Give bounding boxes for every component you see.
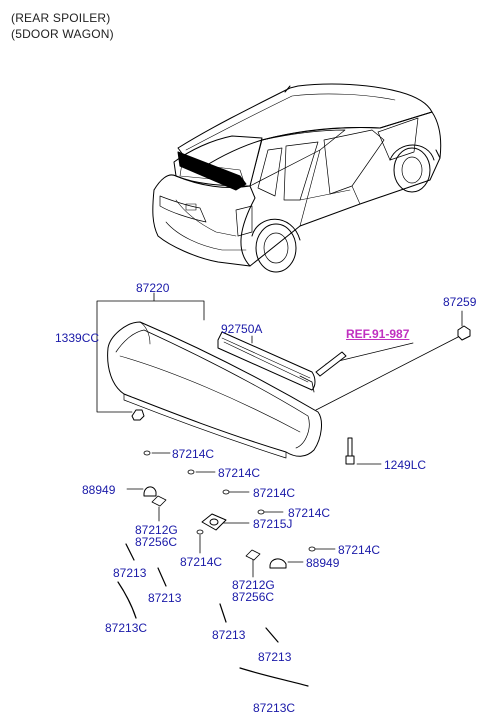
part-label-87214C-4[interactable]: 87214C xyxy=(288,506,331,520)
part-label-87214C-3[interactable]: 87214C xyxy=(253,486,296,500)
header-title-line1: (REAR SPOILER) xyxy=(11,11,111,25)
leader-lines xyxy=(96,292,463,578)
part-label-87256C-1[interactable]: 87256C xyxy=(135,535,178,549)
stop-lamp-92750A xyxy=(217,331,316,393)
part-label-87212G-2[interactable]: 87212G xyxy=(232,578,275,592)
reference-link[interactable]: REF.91-987 xyxy=(346,327,410,341)
part-label-87213C-1[interactable]: 87213C xyxy=(105,621,148,635)
part-label-87213-2[interactable]: 87213 xyxy=(148,591,182,605)
part-label-1249LC[interactable]: 1249LC xyxy=(384,458,427,472)
part-label-87213-1[interactable]: 87213 xyxy=(113,566,147,580)
part-label-87213-4[interactable]: 87213 xyxy=(258,650,292,664)
part-label-87214C-5[interactable]: 87214C xyxy=(338,543,381,557)
strips-87213 xyxy=(125,543,279,643)
part-label-87256C-2[interactable]: 87256C xyxy=(232,590,275,604)
grommet-87259 xyxy=(457,325,471,341)
rear-spoiler-part xyxy=(107,321,322,459)
part-label-87259[interactable]: 87259 xyxy=(443,295,477,309)
car-illustration xyxy=(152,83,442,273)
part-label-87215J[interactable]: 87215J xyxy=(253,517,293,531)
ref-harness xyxy=(315,351,347,377)
pads-87212G xyxy=(151,495,261,561)
part-label-87214C-1[interactable]: 87214C xyxy=(172,447,215,461)
part-label-87213C-2[interactable]: 87213C xyxy=(253,701,296,715)
caps-88949 xyxy=(143,486,287,569)
part-label-87214C-6[interactable]: 87214C xyxy=(180,555,223,569)
part-label-1339CC[interactable]: 1339CC xyxy=(55,331,100,345)
moldings-87213C xyxy=(117,581,309,687)
part-label-87213-3[interactable]: 87213 xyxy=(212,628,246,642)
header-title-line2: (5DOOR WAGON) xyxy=(11,27,114,41)
bolt-1249LC xyxy=(345,437,355,465)
part-label-88949-1[interactable]: 88949 xyxy=(82,483,116,497)
nut-1339CC xyxy=(131,409,145,421)
clip-markers xyxy=(143,450,316,552)
part-label-92750A[interactable]: 92750A xyxy=(221,322,263,336)
part-label-88949-2[interactable]: 88949 xyxy=(306,556,340,570)
part-label-87212G-1[interactable]: 87212G xyxy=(135,523,178,537)
bracket-87215J xyxy=(201,513,227,531)
part-label-87214C-2[interactable]: 87214C xyxy=(218,466,261,480)
part-label-87220[interactable]: 87220 xyxy=(136,281,170,295)
